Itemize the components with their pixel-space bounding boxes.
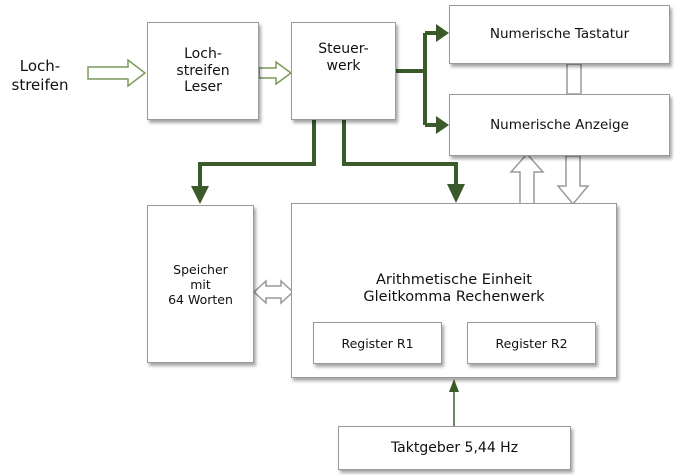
numeric-keyboard-label: Numerische Tastatur xyxy=(489,26,630,43)
memory-box: Speicher mit 64 Worten xyxy=(147,205,254,363)
arithmetic-unit-label: Arithmetische Einheit Gleitkomma Rechenw… xyxy=(363,272,545,306)
register-r1-box: Register R1 xyxy=(313,322,442,364)
input-to-reader-arrow xyxy=(87,58,147,88)
alu-to-display-arrow xyxy=(509,152,545,206)
register-r1-label: Register R1 xyxy=(341,335,414,351)
control-to-io-arrows xyxy=(396,31,438,127)
display-to-alu-arrow xyxy=(556,155,590,206)
numeric-keyboard-box: Numerische Tastatur xyxy=(449,5,670,64)
input-label: Loch- streifen xyxy=(11,57,69,94)
control-to-alu-arrow xyxy=(342,119,458,186)
clock-generator-label: Taktgeber 5,44 Hz xyxy=(390,439,519,456)
tape-reader-label: Loch- streifen Leser xyxy=(176,45,230,96)
keyboard-display-link xyxy=(566,63,582,95)
arrowhead-clock-to-alu xyxy=(449,379,459,392)
arrowhead-to-memory xyxy=(191,186,209,204)
control-to-memory-arrow xyxy=(198,119,316,188)
arrowhead-to-keyboard xyxy=(436,24,449,42)
clock-generator-box: Taktgeber 5,44 Hz xyxy=(338,426,571,470)
register-r2-box: Register R2 xyxy=(467,322,596,364)
numeric-display-label: Numerische Anzeige xyxy=(490,116,629,133)
reader-to-control-arrow xyxy=(258,60,293,86)
numeric-display-box: Numerische Anzeige xyxy=(449,94,670,156)
memory-label: Speicher mit 64 Worten xyxy=(168,261,233,307)
memory-alu-bidirectional-arrow xyxy=(252,279,295,305)
arrowhead-to-display xyxy=(436,116,449,134)
arrowhead-to-alu xyxy=(447,184,465,203)
control-unit-box: Steuer- werk xyxy=(291,22,396,120)
control-unit-label: Steuer- werk xyxy=(318,41,369,74)
register-r2-label: Register R2 xyxy=(495,335,568,351)
tape-reader-box: Loch- streifen Leser xyxy=(147,22,259,120)
